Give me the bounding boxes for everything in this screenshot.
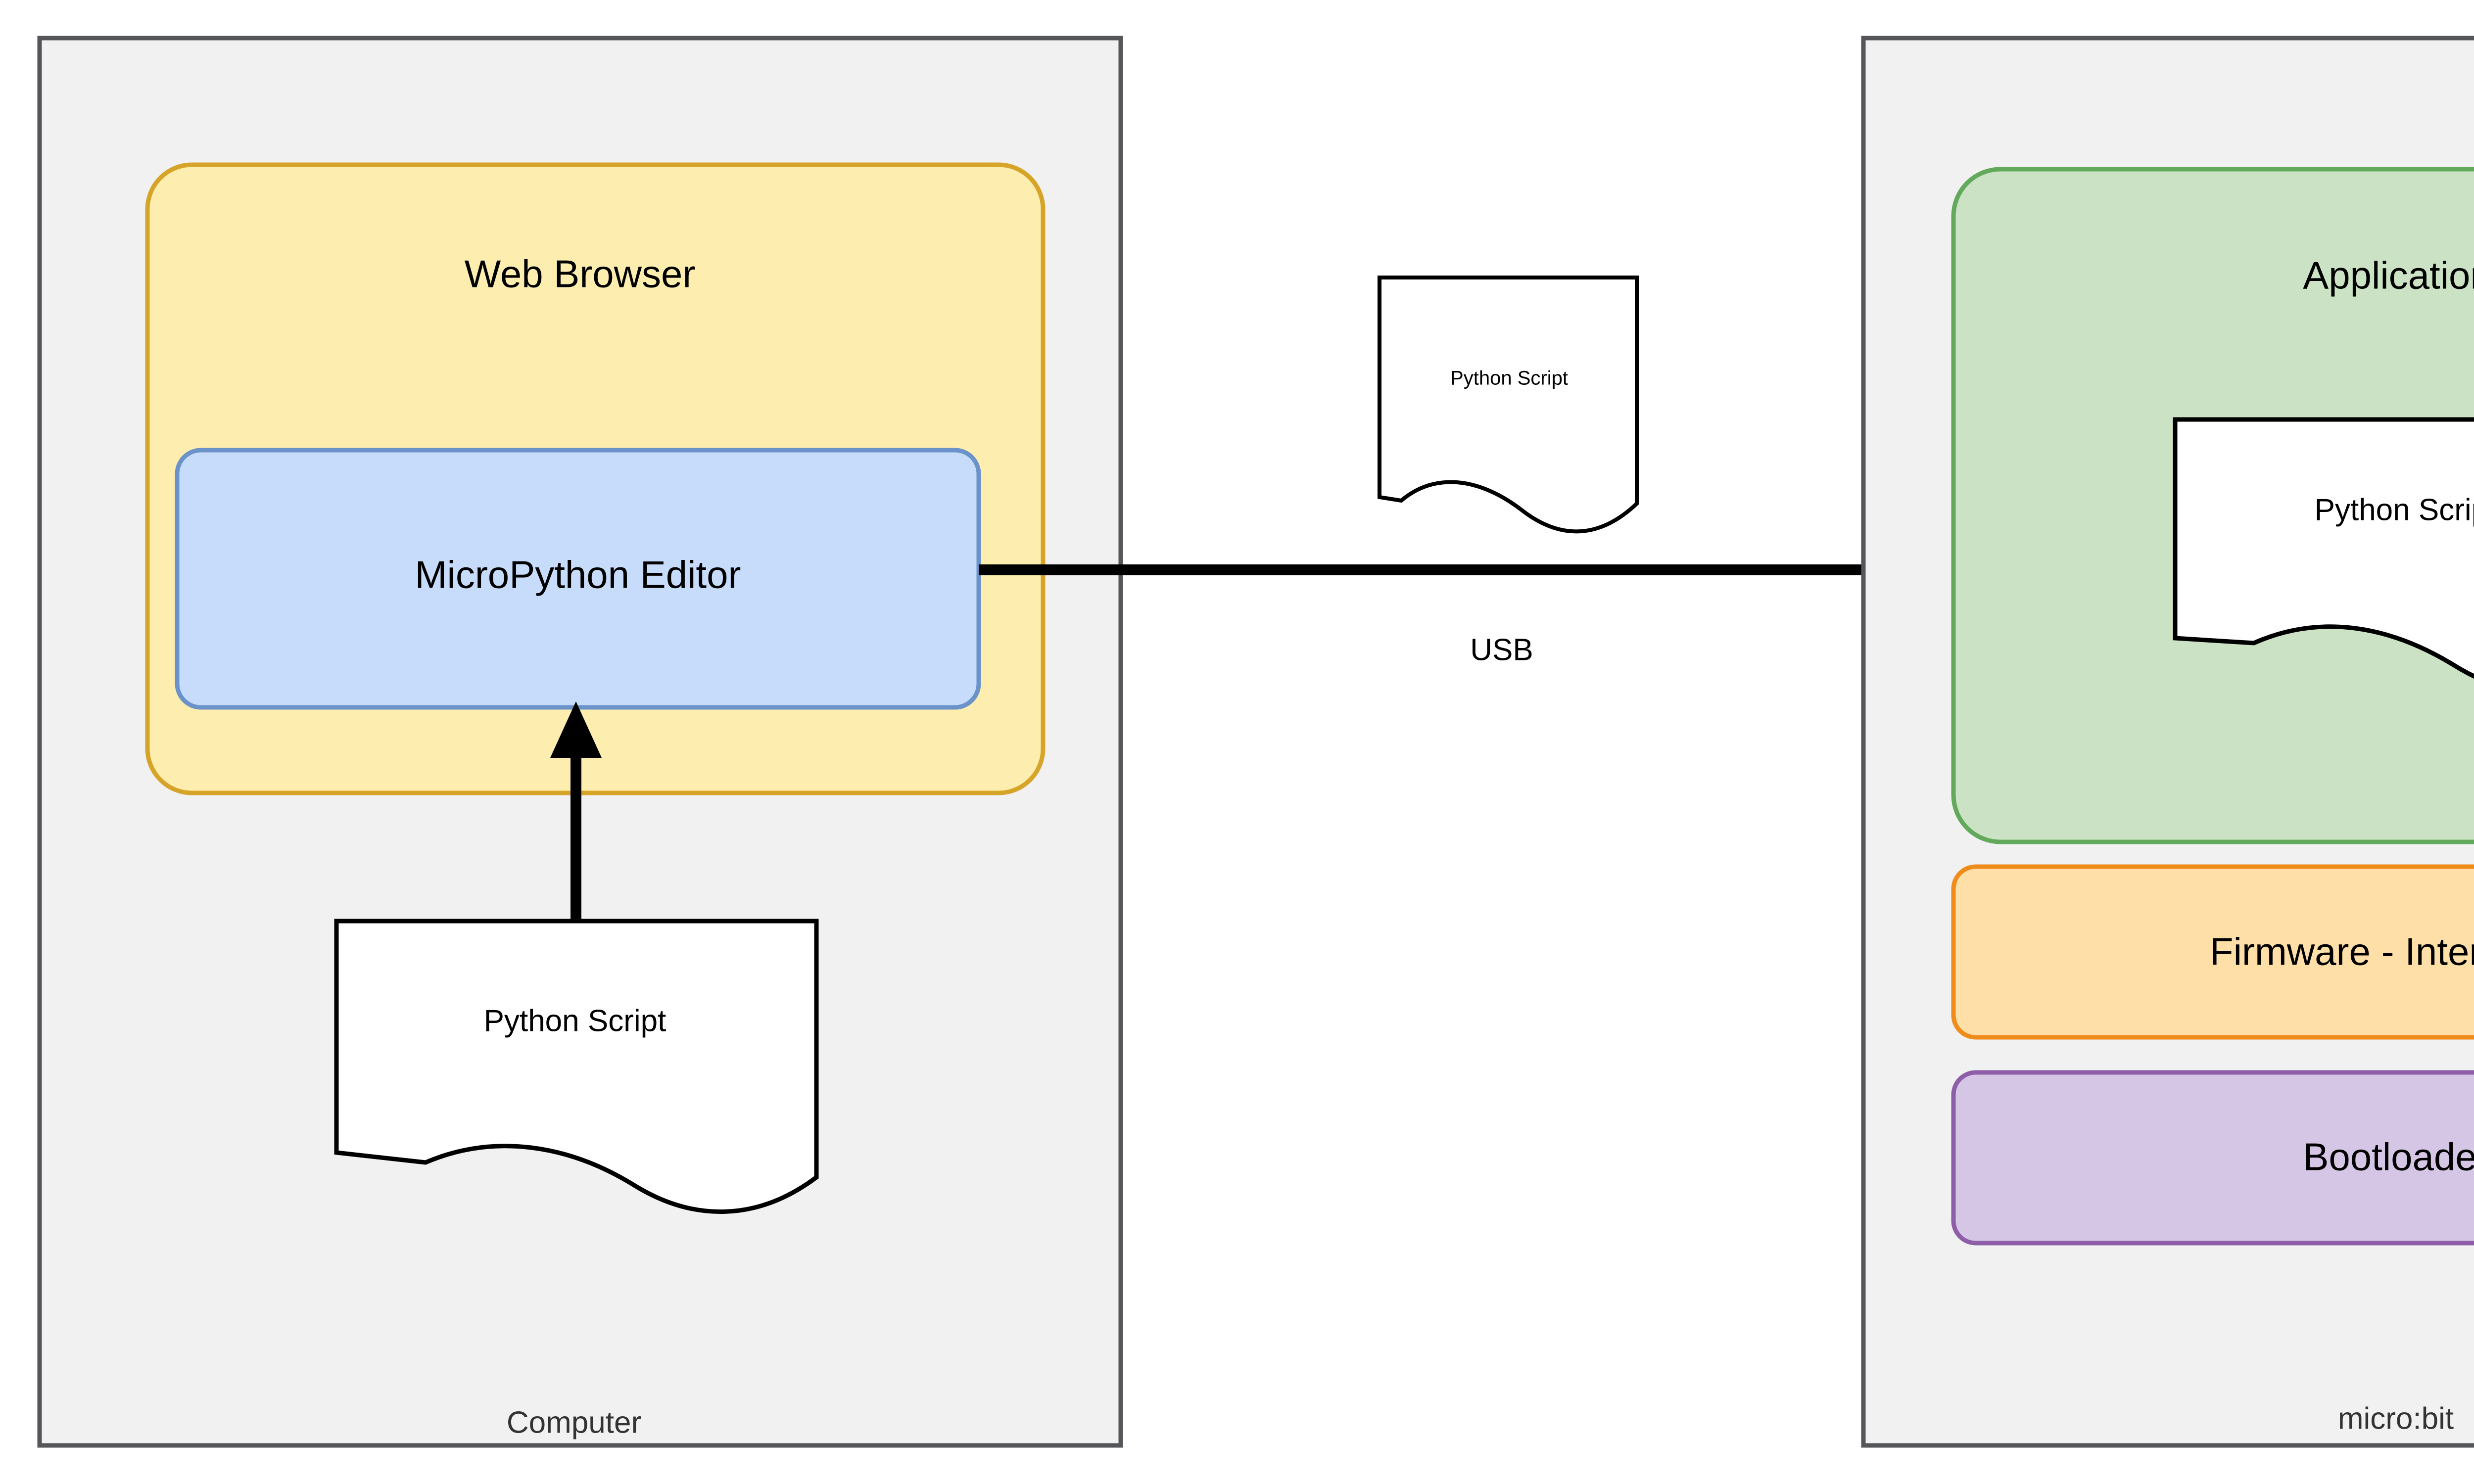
usb-document-shape (1378, 276, 1639, 534)
web-browser-label: Web Browser (465, 252, 696, 296)
microbit-panel-label: micro:bit (2338, 1401, 2454, 1436)
script-to-editor-arrow-head (550, 701, 602, 758)
application-python-script-document[interactable]: Python Script (2173, 417, 2474, 693)
bootloader-rect (1951, 1070, 2474, 1246)
firmware-interpreter-label: Firmware - Interpreter (2210, 930, 2474, 974)
usb-document-label: Python Script (1450, 368, 1568, 389)
source-document-shape (334, 919, 819, 1214)
micropython-editor-box[interactable]: MicroPython Editor (175, 448, 981, 710)
usb-python-script-document[interactable]: Python Script (1378, 276, 1639, 534)
firmware-interpreter-box[interactable]: Firmware - Interpreter (1951, 864, 2474, 1040)
bootloader-label: Bootloader (2303, 1135, 2474, 1179)
source-python-script-document[interactable]: Python Script (334, 919, 819, 1214)
application-document-label: Python Script (2315, 493, 2474, 527)
firmware-interpreter-rect (1951, 864, 2474, 1040)
source-document-label: Python Script (484, 1004, 666, 1038)
application-label: Application (2303, 254, 2474, 297)
script-to-editor-arrow (550, 701, 602, 921)
micropython-editor-label: MicroPython Editor (415, 553, 741, 597)
usb-edge-label: USB (1470, 633, 1533, 667)
bootloader-box[interactable]: Bootloader (1951, 1070, 2474, 1246)
application-document-shape (2173, 417, 2474, 679)
computer-panel-label: Computer (507, 1405, 641, 1439)
